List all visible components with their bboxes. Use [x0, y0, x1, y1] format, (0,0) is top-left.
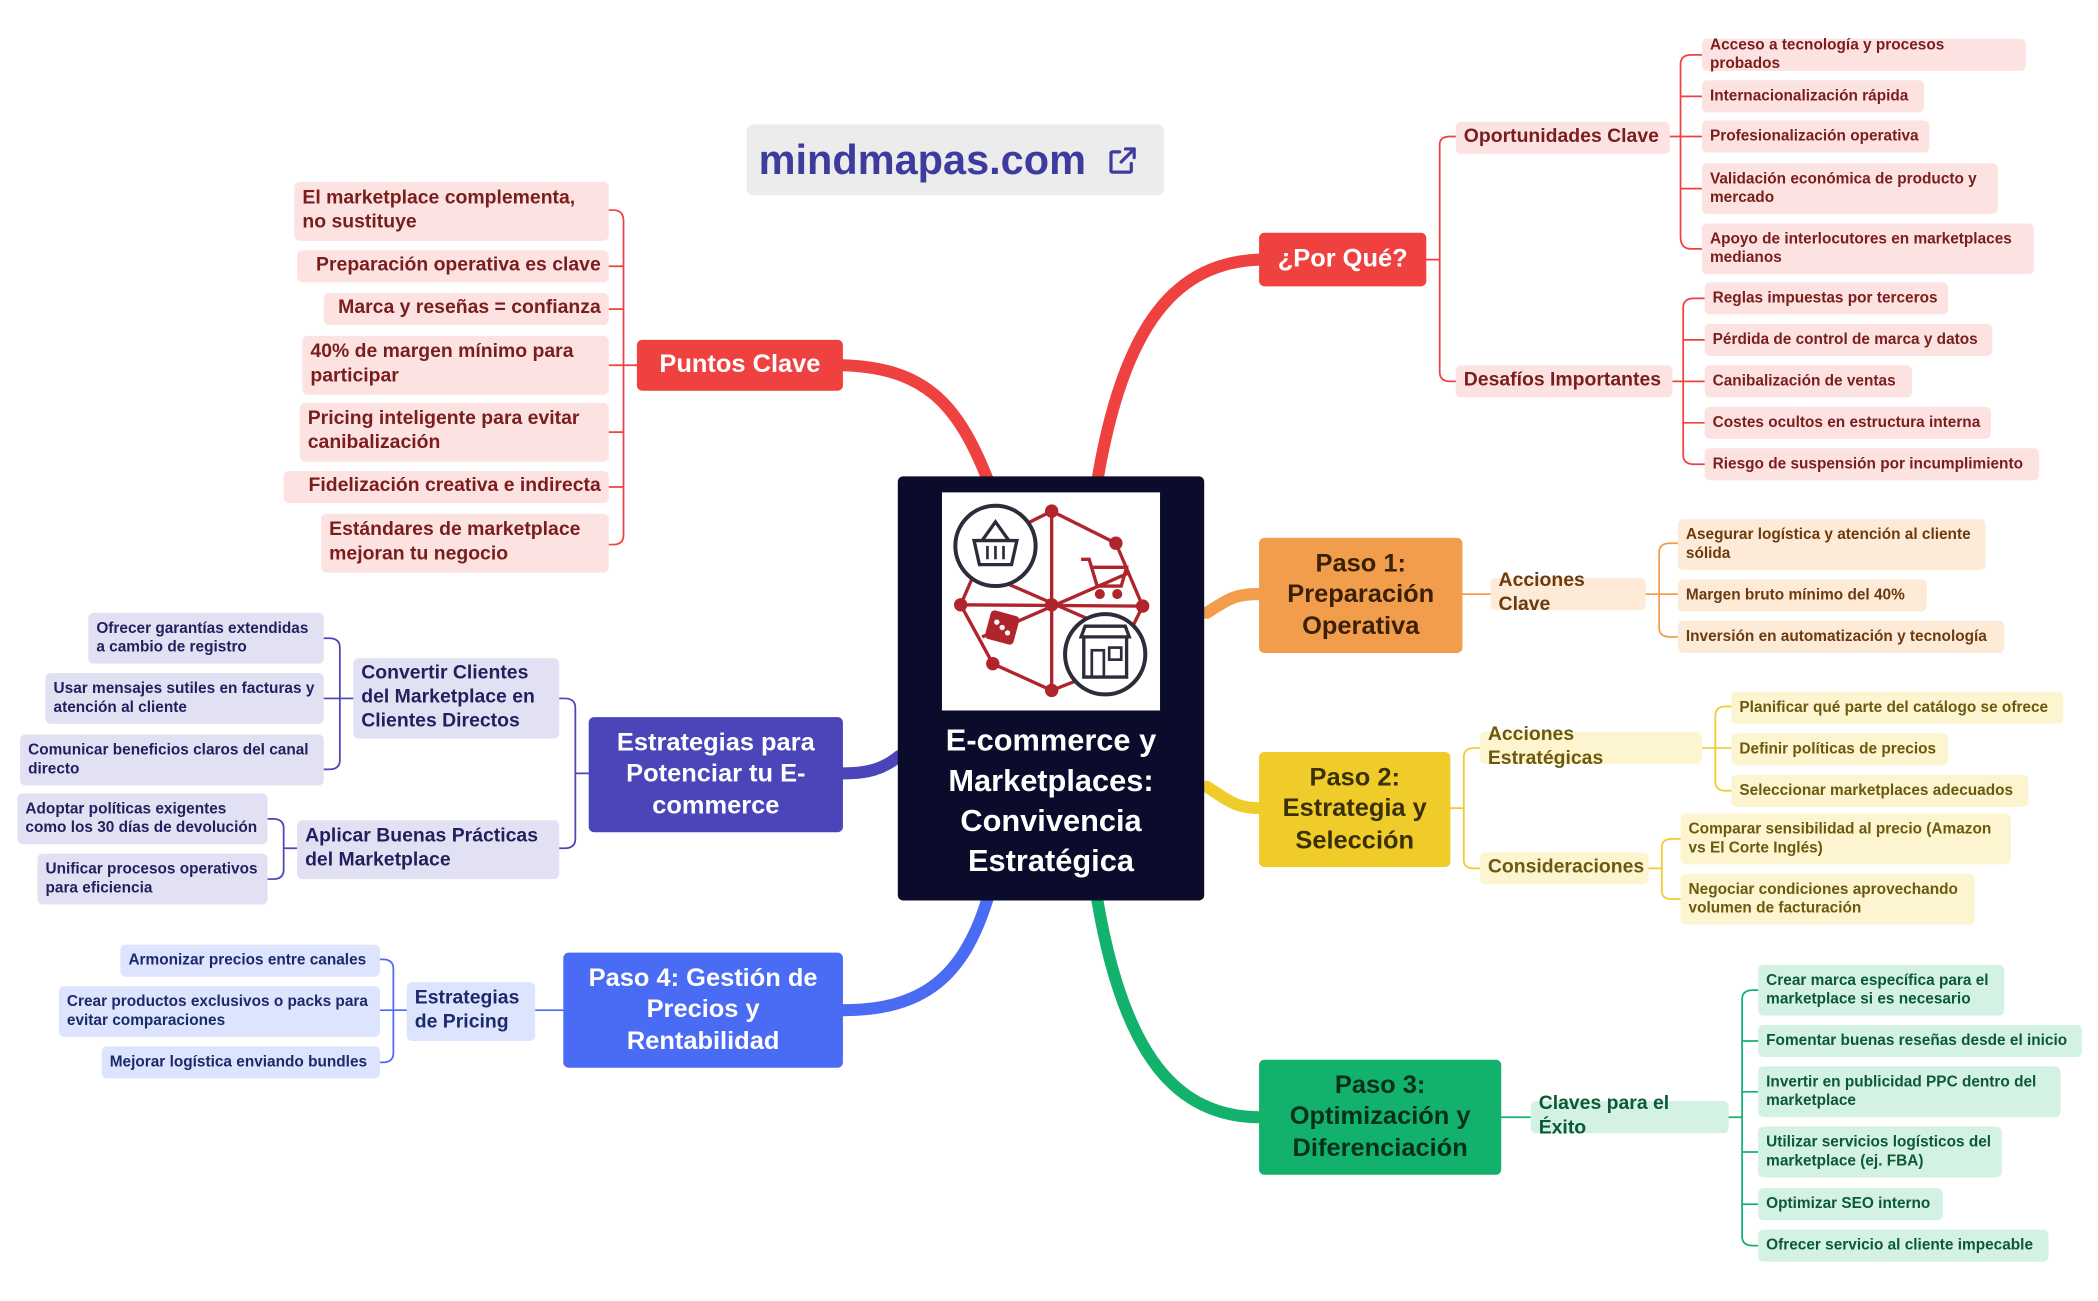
shopping-cart-icon	[1081, 557, 1129, 600]
branch-paso-4[interactable]: Paso 4: Gestión de Precios y Rentabilida…	[563, 952, 843, 1068]
punto-clave-item[interactable]: Fidelización creativa e indirecta	[283, 470, 609, 504]
branch-paso-2[interactable]: Paso 2: Estrategia y Selección	[1259, 751, 1451, 868]
paso-2-accion-item[interactable]: Seleccionar marketplaces adecuados	[1731, 774, 2029, 807]
oportunidad-item[interactable]: Profesionalización operativa	[1701, 120, 1930, 153]
paso-2-acciones[interactable]: Acciones Estratégicas	[1479, 724, 1702, 769]
estrategias-aplicar[interactable]: Aplicar Buenas Prácticas del Marketplace	[297, 820, 560, 880]
punto-clave-item[interactable]: Marca y reseñas = confianza	[323, 293, 609, 326]
paso-1-item[interactable]: Margen bruto mínimo del 40%	[1677, 579, 1927, 612]
punto-clave-item[interactable]: Pricing inteligente para evitar canibali…	[299, 402, 609, 462]
desafio-item[interactable]: Costes ocultos en estructura interna	[1704, 406, 1991, 439]
paso-4-pricing[interactable]: Estrategias de Pricing	[406, 982, 536, 1041]
paso-1-item[interactable]: Inversión en automatización y tecnología	[1677, 620, 2005, 653]
paso-2-consideracion-item[interactable]: Negociar condiciones aprovechando volume…	[1680, 873, 1975, 925]
convertir-item[interactable]: Usar mensajes sutiles en facturas y aten…	[45, 673, 324, 724]
storefront-icon	[1063, 612, 1148, 697]
external-link-icon	[1105, 142, 1140, 177]
desafio-item[interactable]: Pérdida de control de marca y datos	[1704, 323, 1993, 356]
paso-3-claves[interactable]: Claves para el Éxito	[1530, 1094, 1729, 1139]
paso-3-item[interactable]: Crear marca específica para el marketpla…	[1758, 964, 2005, 1016]
oportunidad-item[interactable]: Internacionalización rápida	[1701, 80, 1925, 113]
por-que-oportunidades[interactable]: Oportunidades Clave	[1455, 121, 1670, 154]
branch-paso-3[interactable]: Paso 3: Optimización y Diferenciación	[1259, 1059, 1502, 1175]
brand-text: mindmapas.com	[758, 135, 1086, 183]
paso-1-item[interactable]: Asegurar logística y atención al cliente…	[1677, 519, 1986, 570]
paso-3-item[interactable]: Utilizar servicios logísticos del market…	[1758, 1126, 2002, 1178]
branch-paso-1[interactable]: Paso 1: Preparación Operativa	[1259, 537, 1463, 653]
paso-2-accion-item[interactable]: Planificar qué parte del catálogo se ofr…	[1731, 691, 2064, 724]
paso-3-item[interactable]: Invertir en publicidad PPC dentro del ma…	[1758, 1066, 2061, 1118]
por-que-desafios[interactable]: Desafíos Importantes	[1455, 365, 1673, 398]
paso-1-acciones[interactable]: Acciones Clave	[1490, 570, 1646, 615]
dice-icon	[985, 610, 1020, 645]
convertir-item[interactable]: Ofrecer garantías extendidas a cambio de…	[88, 612, 324, 664]
desafio-item[interactable]: Riesgo de suspensión por incumplimiento	[1704, 448, 2040, 481]
punto-clave-item[interactable]: Preparación operativa es clave	[297, 250, 609, 283]
paso-4-item[interactable]: Armonizar precios entre canales	[120, 944, 380, 977]
shopping-basket-icon	[953, 503, 1038, 589]
paso-4-item[interactable]: Crear productos exclusivos o packs para …	[58, 986, 380, 1037]
oportunidad-item[interactable]: Apoyo de interlocutores en marketplaces …	[1701, 223, 2034, 275]
paso-4-item[interactable]: Mejorar logística enviando bundles	[101, 1046, 380, 1079]
paso-3-item[interactable]: Fomentar buenas reseñas desde el inicio	[1758, 1024, 2082, 1058]
brand-link[interactable]: mindmapas.com	[746, 124, 1165, 196]
punto-clave-item[interactable]: El marketplace complementa, no sustituye	[294, 181, 609, 241]
branch-puntos-clave[interactable]: Puntos Clave	[636, 339, 843, 391]
branch-estrategias[interactable]: Estrategias para Potenciar tu E-commerce	[588, 717, 843, 833]
central-title: E-commerce y Marketplaces: Convivencia E…	[945, 722, 1157, 878]
aplicar-item[interactable]: Unificar procesos operativos para eficie…	[37, 853, 268, 905]
central-node[interactable]: E-commerce y Marketplaces: Convivencia E…	[897, 476, 1205, 901]
branch-por-que[interactable]: ¿Por Qué?	[1259, 232, 1427, 287]
desafio-item[interactable]: Reglas impuestas por terceros	[1704, 282, 1949, 315]
desafio-item[interactable]: Canibalización de ventas	[1704, 365, 1913, 398]
paso-3-item[interactable]: Ofrecer servicio al cliente impecable	[1758, 1229, 2049, 1262]
aplicar-item[interactable]: Adoptar políticas exigentes como los 30 …	[17, 793, 268, 845]
punto-clave-item[interactable]: 40% de margen mínimo para participar	[302, 335, 609, 395]
punto-clave-item[interactable]: Estándares de marketplace mejoran tu neg…	[321, 513, 609, 573]
oportunidad-item[interactable]: Acceso a tecnología y procesos probados	[1701, 37, 2026, 72]
paso-2-accion-item[interactable]: Definir políticas de precios	[1731, 733, 1949, 766]
paso-2-consideracion-item[interactable]: Comparar sensibilidad al precio (Amazon …	[1680, 813, 2012, 865]
paso-3-item[interactable]: Optimizar SEO interno	[1758, 1188, 1943, 1221]
paso-2-consideraciones[interactable]: Consideraciones	[1479, 852, 1649, 885]
estrategias-convertir[interactable]: Convertir Clientes del Marketplace en Cl…	[353, 658, 560, 739]
oportunidad-item[interactable]: Validación económica de producto y merca…	[1701, 163, 1998, 215]
convertir-item[interactable]: Comunicar beneficios claros del canal di…	[20, 734, 324, 786]
central-illustration	[941, 492, 1161, 711]
